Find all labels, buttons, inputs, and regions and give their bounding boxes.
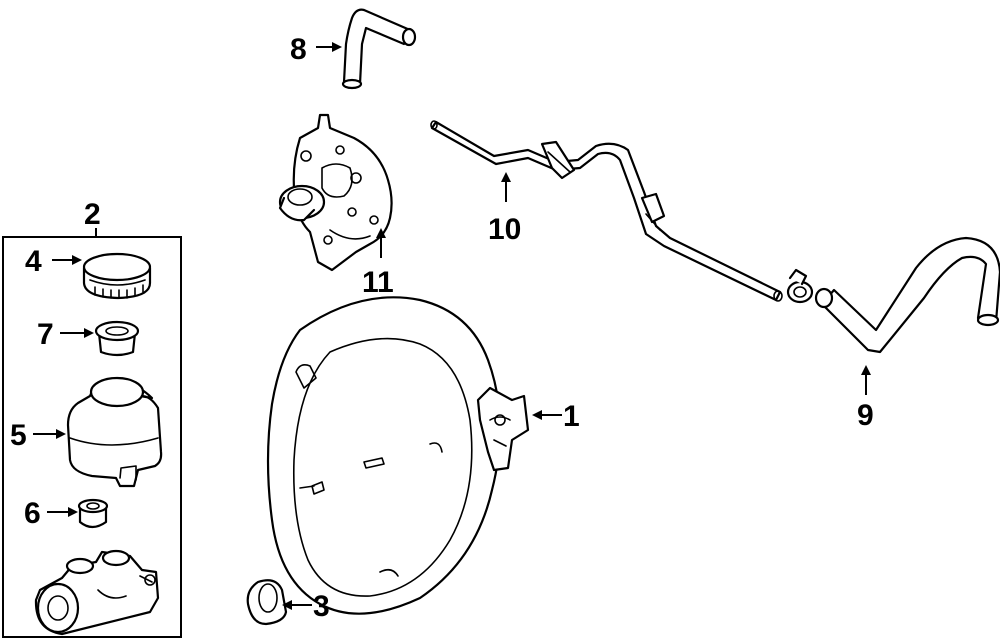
fluid-reservoir bbox=[66, 376, 163, 488]
hose-clamp bbox=[786, 268, 814, 304]
callout-1: 1 bbox=[563, 400, 580, 433]
callout-1-arrowhead bbox=[532, 410, 542, 420]
callout-3-arrowhead bbox=[282, 600, 292, 610]
reservoir-cap bbox=[82, 252, 152, 300]
callout-8: 8 bbox=[290, 33, 307, 66]
callout-9-arrowhead bbox=[861, 365, 871, 375]
grommet bbox=[94, 320, 140, 357]
booster-seal bbox=[246, 579, 288, 626]
vacuum-hose-lower bbox=[814, 236, 1000, 354]
callout-11-arrowhead bbox=[376, 228, 386, 238]
callout-5-arrowhead bbox=[56, 429, 66, 439]
vacuum-hose-upper bbox=[341, 8, 417, 90]
callout-9: 9 bbox=[857, 399, 874, 432]
callout-6-arrowhead bbox=[68, 507, 78, 517]
callout-4-arrowhead bbox=[72, 255, 82, 265]
callout-2: 2 bbox=[84, 198, 101, 231]
callout-7: 7 bbox=[37, 318, 54, 351]
reservoir-assembly-box bbox=[2, 236, 182, 638]
callout-7-arrowhead bbox=[84, 328, 94, 338]
callout-5: 5 bbox=[10, 419, 27, 452]
callout-3: 3 bbox=[313, 590, 330, 623]
vacuum-tube bbox=[430, 120, 783, 302]
callout-11: 11 bbox=[362, 266, 394, 299]
brake-booster bbox=[266, 296, 530, 615]
callout-8-arrowhead bbox=[332, 42, 342, 52]
vacuum-pump bbox=[278, 113, 393, 272]
callout-6: 6 bbox=[24, 497, 41, 530]
callout-10: 10 bbox=[488, 213, 521, 246]
master-cylinder bbox=[34, 549, 160, 636]
callout-10-arrowhead bbox=[501, 172, 511, 182]
nut bbox=[77, 498, 109, 529]
callout-4: 4 bbox=[25, 245, 42, 278]
